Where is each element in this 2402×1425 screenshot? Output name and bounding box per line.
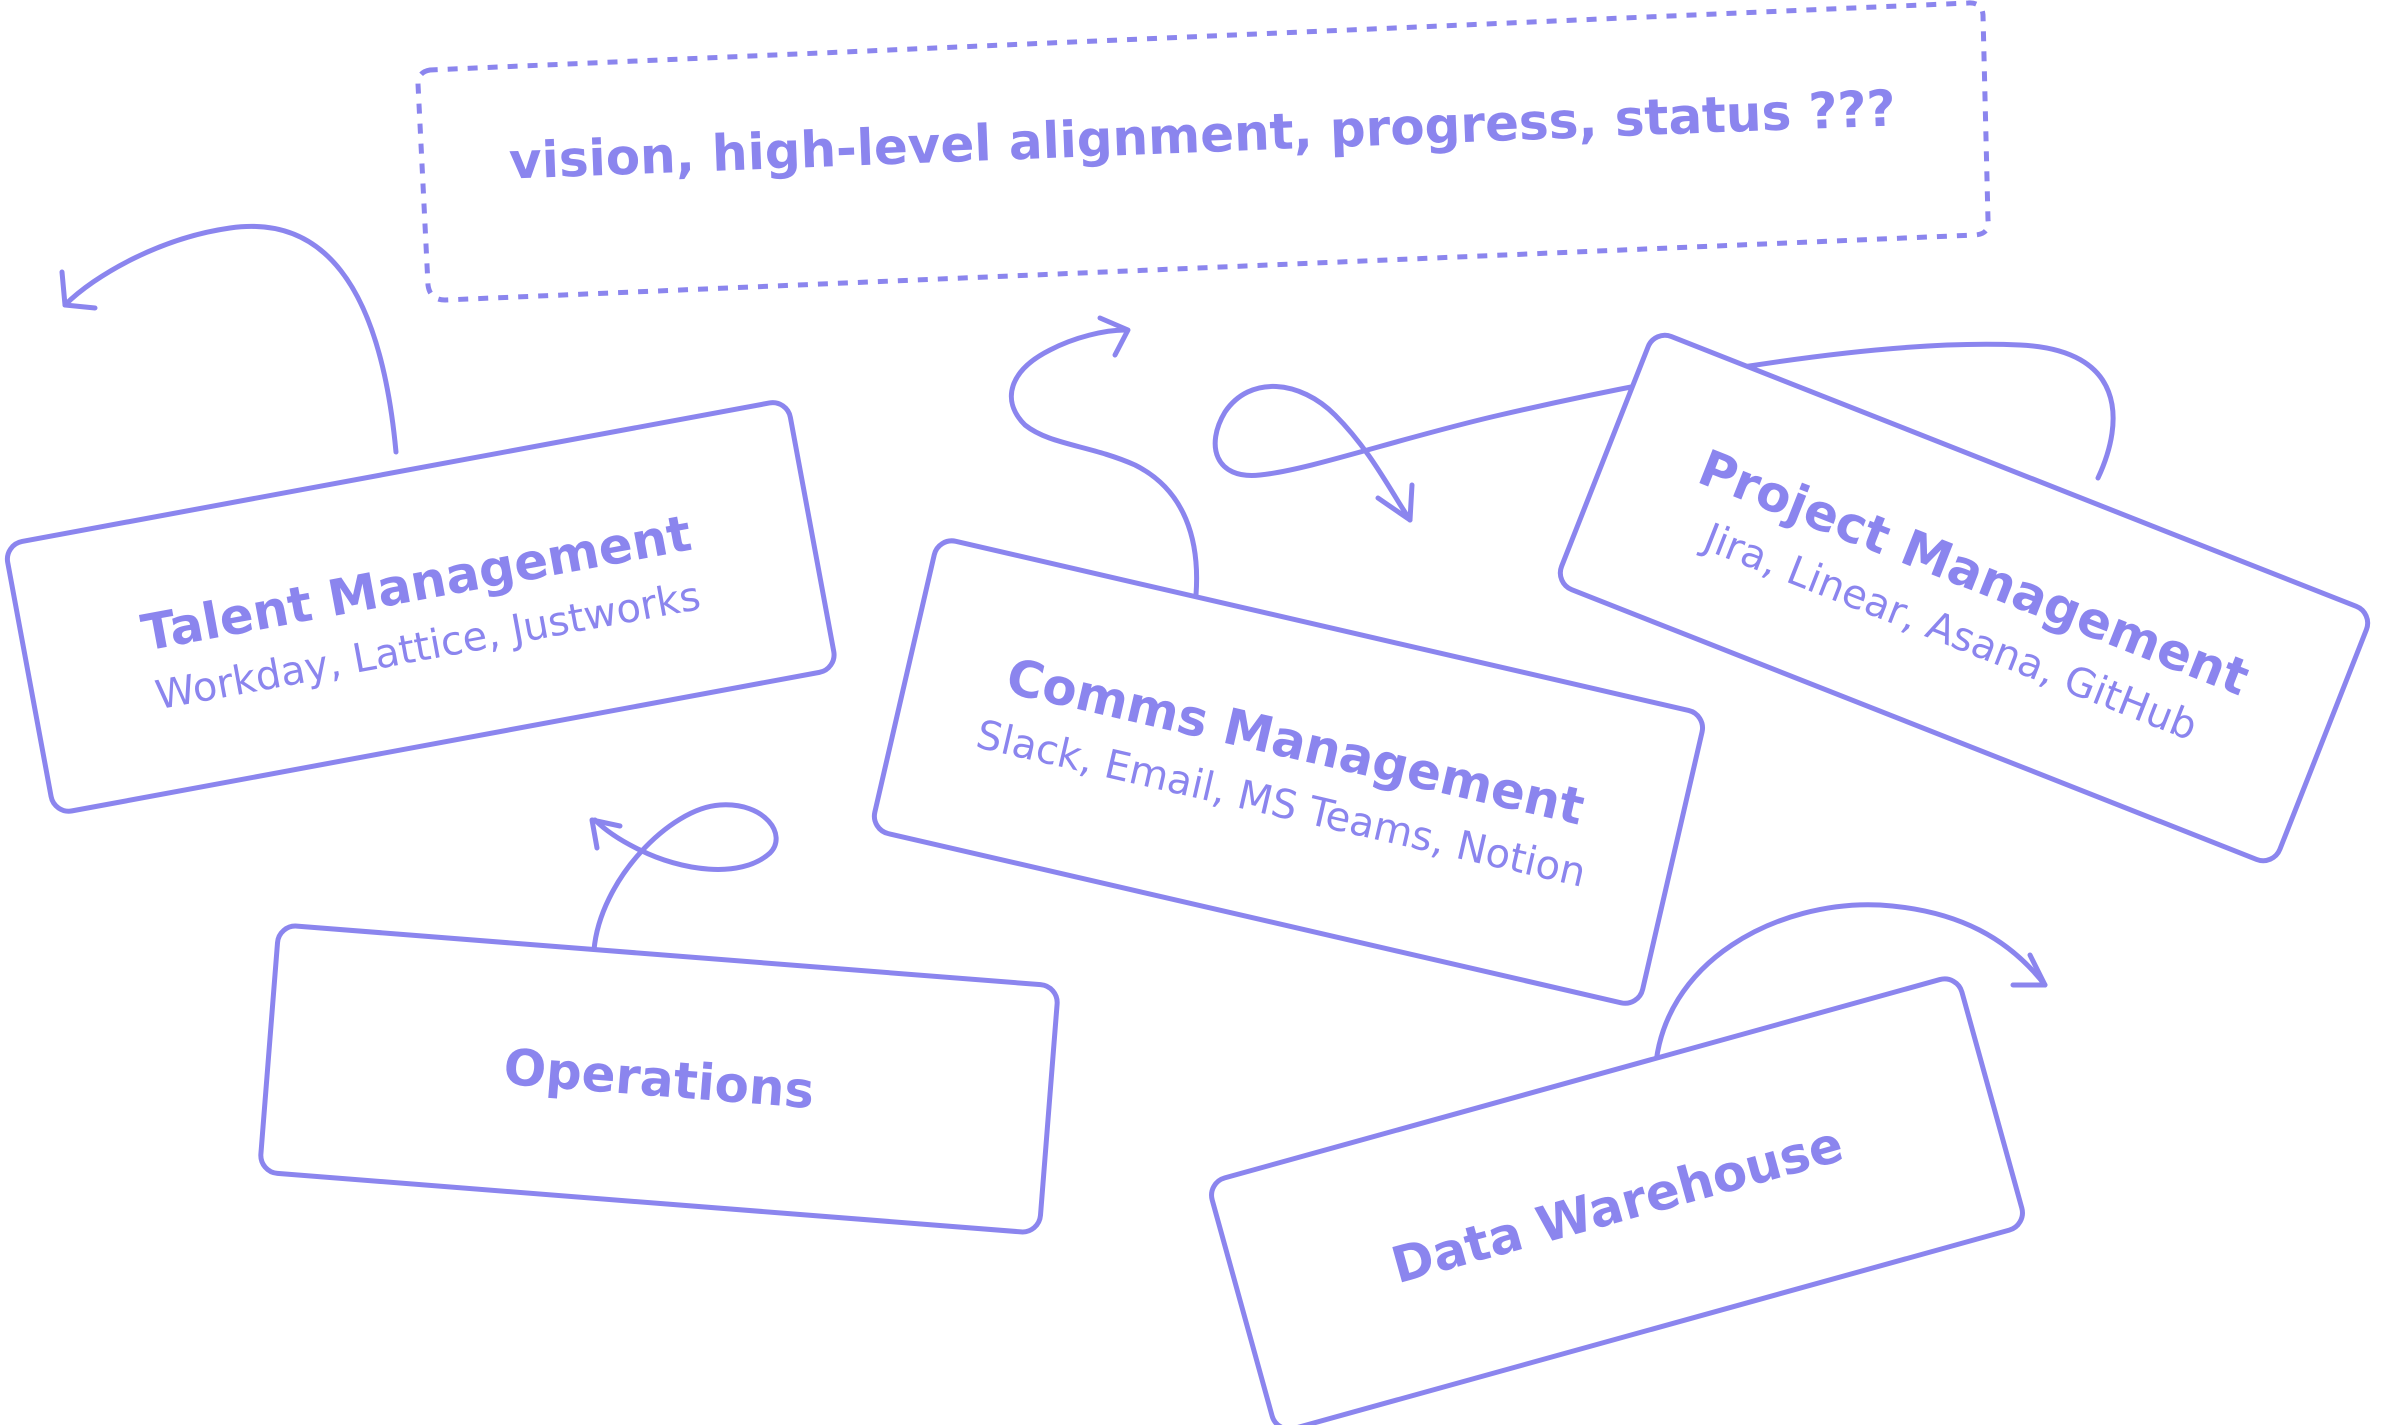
talent-management-box: Talent Management Workday, Lattice, Just…	[4, 400, 837, 814]
data-warehouse-box: Data Warehouse	[1209, 976, 2025, 1425]
operations-box: Operations	[258, 923, 1060, 1235]
comms-management-box: Comms Management Slack, Email, MS Teams,…	[871, 538, 1706, 1006]
arrow-operations-loop	[589, 802, 779, 953]
arrow-talent-out	[59, 224, 399, 455]
vision-banner-text: vision, high-level alignment, progress, …	[508, 79, 1897, 190]
arrow-project-loop	[1212, 341, 2116, 523]
vision-banner: vision, high-level alignment, progress, …	[415, 0, 1991, 303]
arrow-comms-up	[1008, 315, 1200, 598]
arrow-data-warehouse-out	[1652, 902, 2048, 1078]
